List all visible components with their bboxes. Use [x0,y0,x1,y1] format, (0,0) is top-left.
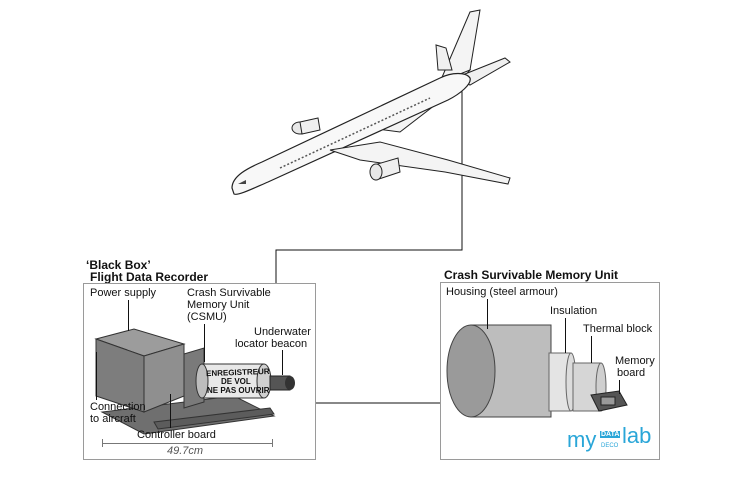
watermark-deco: DECO [601,443,619,449]
memory-unit-illustration [446,324,628,418]
housing-label: Housing (steel armour) [446,286,558,298]
leader-beacon [282,350,283,375]
leader-controller [170,394,171,428]
recorder-title-line1: ‘Black Box’ [86,258,151,272]
dimension-tick-right [272,439,273,447]
controller-board-label: Controller board [137,429,216,441]
memory-board-label-line2: board [617,367,646,379]
watermark-logo: my DATA lab DECO [567,423,657,457]
csmu-label-line3: (CSMU) [187,311,227,323]
memory-unit-panel: Housing (steel armour) Insulation Therma… [440,282,660,460]
recorder-panel: Power supply Crash Survivable Memory Uni… [83,283,316,460]
leader-insulation [565,318,566,353]
leader-power-supply [128,300,129,331]
connection-label-line2: to aircraft [90,413,136,425]
watermark-lab: lab [622,423,652,448]
leader-memory-board [619,380,620,394]
leader-thermal-block [591,336,592,363]
thermal-block-label: Thermal block [583,323,653,335]
device-text-line2: DE VOL [221,377,251,386]
leader-connection [96,352,97,400]
beacon-label-line2: locator beacon [235,338,308,350]
insulation-label: Insulation [550,305,598,317]
leader-housing [487,299,488,329]
recorder-device-illustration [94,328,295,435]
csmu-label-line2: Memory Unit [187,299,250,311]
beacon-label-line1: Underwater [254,326,311,338]
memory-unit-title: Crash Survivable Memory Unit [444,268,619,282]
dimension-label: 49.7cm [167,445,204,457]
watermark-my: my [567,427,597,452]
power-supply-label: Power supply [90,287,157,299]
watermark-data: DATA [600,431,621,438]
csmu-label-line1: Crash Survivable [187,287,271,299]
dimension-tick-left [102,439,103,447]
leader-csmu [204,324,205,362]
connection-label-line1: Connection [90,401,146,413]
memory-board-label-line1: Memory [615,355,655,367]
recorder-title-line2: Flight Data Recorder [90,270,209,284]
dimension-bar [102,443,272,444]
device-text-line3: NE PAS OUVRIR [207,386,270,395]
